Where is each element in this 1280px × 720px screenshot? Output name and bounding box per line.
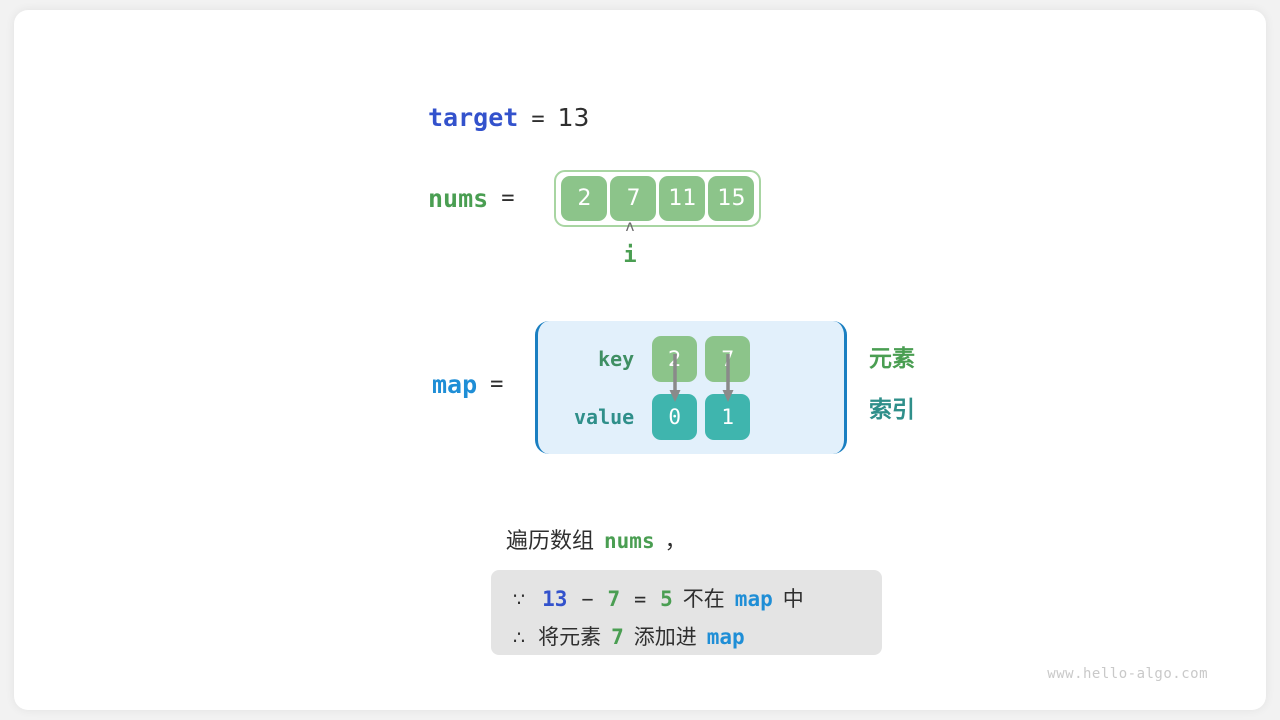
- note2-text-mid: 添加进: [633, 625, 697, 649]
- note2-text-start: 将元素: [538, 625, 602, 649]
- hashmap-value-label: value: [574, 404, 635, 429]
- caption-suffix: ，: [664, 529, 687, 554]
- hashmap-value-cell: 0: [652, 393, 698, 440]
- target-declaration: target = 13: [428, 103, 589, 132]
- caption-code-nums: nums: [604, 529, 655, 553]
- nums-variable-name: nums: [428, 184, 489, 213]
- hashmap-container: key value 2 0 7 1: [535, 321, 847, 454]
- hashmap-entry: 7 1: [705, 335, 751, 440]
- hashmap-entries: 2 0 7 1: [652, 335, 751, 440]
- array-cell: 11: [659, 176, 706, 221]
- hashmap-grid: key value 2 0 7 1: [538, 321, 844, 454]
- array-frame: 2 7 11 15: [554, 170, 762, 227]
- explanation-line-1: ∵ 13 − 7 = 5 不在 map 中: [513, 581, 860, 619]
- map-equals-sign: =: [490, 372, 504, 397]
- note1-text-mid: 不在: [682, 587, 725, 611]
- legend-index: 索引: [869, 397, 915, 423]
- nums-equals-sign: =: [501, 186, 515, 211]
- hashmap-row-labels: key value: [574, 339, 634, 437]
- hashmap-legend: 元素 索引: [869, 346, 915, 423]
- note1-target-value: 13: [542, 587, 568, 611]
- note1-result: 5: [660, 587, 673, 611]
- hashmap-key-cell: 2: [652, 335, 698, 382]
- array-index-pointer: ʌ i: [615, 218, 645, 267]
- legend-element: 元素: [869, 346, 915, 372]
- because-symbol: ∵: [513, 589, 526, 611]
- caption-text: 遍历数组 nums ，: [506, 523, 687, 555]
- therefore-symbol: ∴: [513, 627, 526, 649]
- explanation-line-2: ∴ 将元素 7 添加进 map: [513, 619, 860, 657]
- target-value: 13: [557, 103, 590, 132]
- note1-map-token: map: [734, 587, 773, 611]
- note2-map-token: map: [706, 625, 745, 649]
- note1-text-end: 中: [782, 587, 804, 611]
- note1-equals-sign: =: [634, 587, 647, 611]
- hashmap-key-label: key: [598, 346, 635, 371]
- note1-current-element: 7: [607, 587, 621, 611]
- caption-prefix: 遍历数组: [506, 529, 595, 554]
- array-cell: 15: [708, 176, 755, 221]
- array-cell: 7: [610, 176, 657, 221]
- target-equals-sign: =: [531, 107, 545, 132]
- explanation-box: ∵ 13 − 7 = 5 不在 map 中 ∴ 将元素 7 添加进 map: [491, 570, 882, 655]
- map-declaration: map =: [432, 370, 503, 399]
- array-cell: 2: [561, 176, 608, 221]
- pointer-label: i: [623, 243, 637, 268]
- nums-declaration: nums = 2 7 11 15: [428, 170, 762, 227]
- hashmap-value-cell: 1: [705, 393, 751, 440]
- hashmap-key-cell: 7: [705, 335, 751, 382]
- caret-up-icon: ʌ: [625, 217, 635, 235]
- watermark-url: www.hello-algo.com: [1047, 666, 1208, 682]
- map-variable-name: map: [432, 370, 478, 399]
- hashmap-entry: 2 0: [652, 335, 698, 440]
- note2-element: 7: [611, 625, 624, 649]
- diagram-card: target = 13 nums = 2 7 11 15 ʌ i map =: [14, 10, 1266, 710]
- target-variable-name: target: [428, 103, 519, 132]
- note1-minus-sign: −: [581, 587, 594, 611]
